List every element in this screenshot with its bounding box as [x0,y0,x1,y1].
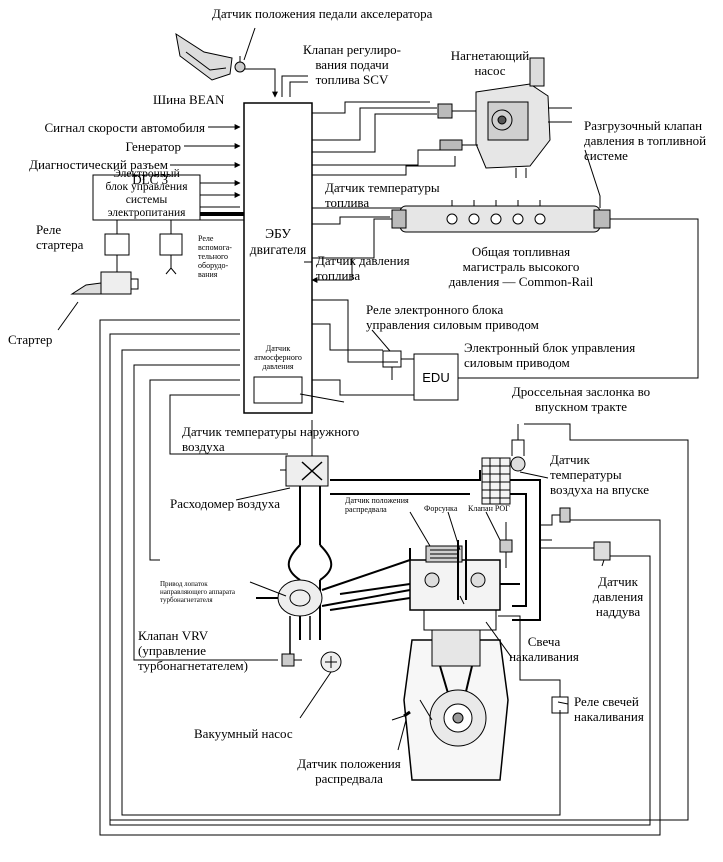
power-ecu-label: Электронный блок управления системы элек… [105,168,188,219]
relief-valve-label: Разгрузочный клапан давления в топливной… [584,118,707,163]
fuel-pressure-label: Датчик давления топлива [316,253,410,283]
aux-relay-box [159,233,183,256]
edu-relay-box [382,350,402,368]
supply-pump-icon [437,57,572,178]
airflow-meter-label: Расходомер воздуха [170,496,281,511]
bean-bus-label: Шина BEAN [153,92,225,107]
pump-label: Нагнетающий насос [450,48,530,78]
starter-relay-label: Реле стартера [36,222,84,252]
accel-pedal-sensor-label: Датчик положения педали акселератора [212,6,433,21]
starter-label: Стартер [8,332,53,347]
vrv-valve-label: Клапан VRV (управление турбонагнетателем… [138,628,248,673]
common-rail-icon [391,200,622,233]
common-rail-label: Общая топливная магистраль высокого давл… [448,244,594,289]
egr-valve-label: Клапан РОГ [468,504,510,513]
edu-relay-label: Реле электронного блока управления силов… [366,302,539,332]
atm-pressure-sensor-box [253,376,303,404]
starter-relay-box [104,233,130,256]
scv-valve-label: Клапан регулиро- вания подачи топлива SC… [303,42,401,87]
generator-label: Генератор [125,139,181,154]
injector-label: Форсунка [424,504,458,513]
accel-pedal-icon [175,32,246,81]
edu-text: EDU [422,370,450,385]
glow-relay-label: Реле свечей накаливания [574,694,644,724]
throttle-label: Дроссельная заслонка во впускном тракте [511,384,651,414]
egr-valve-box [499,539,513,553]
intake-air-temp-label: Датчик температуры воздуха на впуске [550,452,650,497]
cam-sensor-small-label: Датчик положения распредвала [345,496,409,514]
engine-icon [403,540,509,781]
vacuum-pump-label: Вакуумный насос [194,726,293,741]
glow-plug-label: Свеча накаливания [509,634,579,664]
dlc3-label: Диагностический разъем DLC 3 [29,157,168,187]
turbo-actuator-label: Привод лопаток направляющего аппарата ту… [160,580,236,604]
boost-sensor-box [593,541,611,561]
vehicle-speed-label: Сигнал скорости автомобиля [44,120,205,135]
outside-temp-label: Датчик температуры наружного воздуха [182,424,360,454]
turbocharger-icon [256,548,411,660]
atm-pressure-label: Датчик атмосферного давления [254,344,302,371]
starter-icon [70,271,139,295]
edu-box [413,353,459,401]
airflow-meter-box [285,455,329,487]
edu-unit-label: Электронный блок управления силовым прив… [464,340,636,370]
boost-pressure-label: Датчик давления наддува [592,574,644,619]
vacuum-pump-icon [320,651,342,673]
cam-sensor-label: Датчик положения распредвала [297,756,401,786]
vrv-valve-box [281,653,295,667]
power-ecu-box [92,174,201,221]
fuel-temp-label: Датчик температуры топлива [325,180,440,210]
intercooler-grid [481,457,511,505]
throttle-valve-icon [510,424,526,472]
ecu-label: ЭБУ двигателя [249,226,307,257]
aux-relay-label: Реле вспомога- тельного оборудо- вания [198,234,232,279]
